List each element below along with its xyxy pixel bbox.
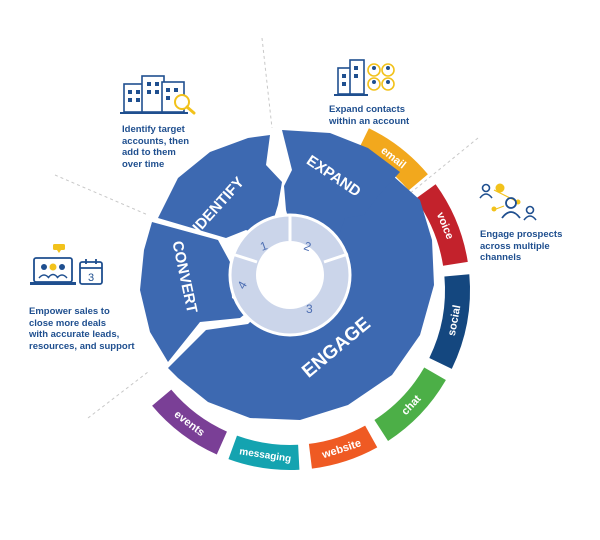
convert-segment[interactable] [140,222,250,362]
expand-caption: Expand contacts within an account [329,104,410,127]
guide-line-bottom-left [87,371,149,419]
laptop-calendar-icon: 3 [30,244,103,285]
hub-number-1: 1 [258,238,269,254]
hub-number-3: 3 [306,302,313,316]
channel-label-social: social [446,304,463,337]
identify-segment[interactable] [158,135,282,238]
channel-segment-email[interactable] [357,128,428,191]
identify-caption: Identify target accounts, then add to th… [122,124,190,170]
hub-number-2: 2 [302,239,313,255]
expand-segment[interactable] [282,130,400,238]
channel-segment-messaging[interactable] [228,435,300,471]
channel-segment-chat[interactable] [374,367,446,441]
buildings-magnifier-icon [120,75,196,115]
hub-divider [231,252,258,264]
convert-caption: Empower sales to close more deals with a… [29,306,135,352]
hub-divider [323,252,349,264]
channel-segment-voice[interactable] [415,184,468,266]
calendar-day: 3 [88,272,94,284]
guide-line-left [54,174,149,216]
channel-segment-events[interactable] [152,389,227,455]
guide-line-top [261,37,273,129]
engage-caption: Engage prospects across multiple channel… [480,229,563,263]
hub: 1 2 3 4 [228,213,352,337]
hub-center [256,241,324,309]
buildings-contacts-icon [334,59,395,96]
channel-segment-website[interactable] [308,425,378,469]
connected-people-icon [479,183,537,221]
channel-segment-social[interactable] [429,274,470,369]
